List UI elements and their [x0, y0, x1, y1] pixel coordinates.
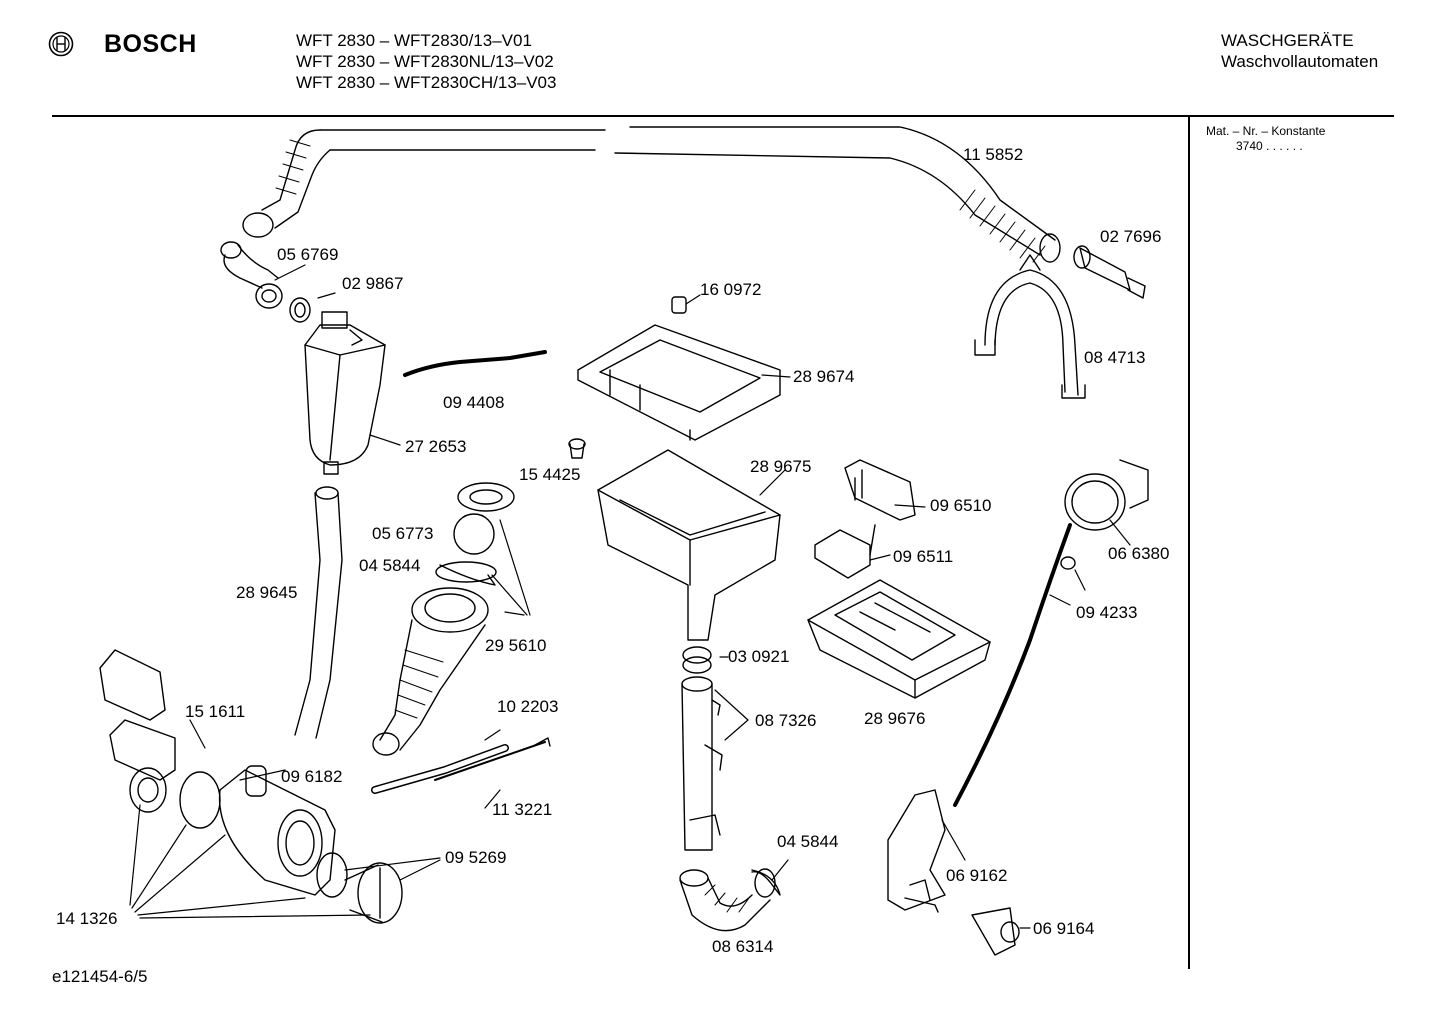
hose-clamp-part: [751, 869, 781, 896]
sidebar-divider: [1188, 117, 1190, 969]
part-label: 06 9162: [946, 866, 1008, 885]
part-label: 03 0921: [728, 647, 790, 666]
drawing-id: e121454-6/5: [52, 967, 148, 986]
filter-part: [344, 862, 403, 924]
sidebar-heading: Mat. – Nr. – Konstante: [1206, 124, 1326, 138]
part-label: 28 9645: [236, 583, 298, 602]
leader-lines: [189, 264, 1131, 929]
drain-elbow-part: [679, 868, 776, 932]
long-hose-part: [294, 486, 343, 739]
cap-part: [671, 296, 687, 314]
part-label: 09 6511: [893, 547, 954, 566]
category-subtitle: Waschvollautomaten: [1221, 52, 1379, 71]
seal-ring-inner: [294, 302, 306, 318]
leader-lines: [714, 656, 749, 741]
part-label: 15 4425: [519, 465, 581, 484]
plug-part: [568, 438, 586, 459]
part-label: 06 9164: [1033, 919, 1095, 938]
hose-end-part: [1073, 245, 1146, 299]
model-list: WFT 2830 – WFT2830/13–V01 WFT 2830 – WFT…: [296, 30, 556, 93]
part-label: 10 2203: [497, 697, 559, 716]
drain-hose-part: [242, 126, 1061, 263]
connector-part: [682, 646, 712, 674]
part-label: 06 6380: [1108, 544, 1170, 563]
part-label: 28 9675: [750, 457, 812, 476]
air-trap-chamber-part: [304, 311, 386, 475]
siphon-part: [844, 459, 916, 521]
part-label: 08 6314: [712, 937, 774, 956]
part-label: 09 4233: [1076, 603, 1138, 622]
detergent-drawer-part: [807, 579, 991, 699]
part-label: 27 2653: [405, 437, 467, 456]
part-label: 28 9674: [793, 367, 855, 386]
part-label: 09 6510: [930, 496, 992, 515]
part-label: 02 9867: [342, 274, 404, 293]
seal-ring-part: [289, 297, 311, 323]
detergent-drawer-housing-part: [597, 449, 781, 641]
brand-name: BOSCH: [104, 30, 197, 58]
bosch-logo-icon: [48, 31, 74, 57]
part-label: 08 4713: [1084, 348, 1146, 367]
part-label: 04 5844: [359, 556, 421, 575]
pump-housing-part: [218, 765, 336, 896]
drain-pipe-part: [681, 676, 723, 851]
level-switch-bracket-part: [887, 789, 946, 913]
level-sensor-part: [971, 907, 1020, 956]
pump-seal-part: [179, 771, 221, 829]
filter-ring-part: [316, 852, 348, 898]
part-label: 15 1611: [185, 702, 246, 721]
part-label: 09 4408: [443, 393, 505, 412]
model-line: WFT 2830 – WFT2830NL/13–V02: [296, 52, 554, 71]
clamp-part: [439, 564, 496, 586]
part-label: 05 6773: [372, 524, 434, 543]
part-label: 09 6182: [281, 767, 343, 786]
model-line: WFT 2830 – WFT2830/13–V01: [296, 31, 532, 50]
part-label: 16 0972: [700, 280, 762, 299]
part-label: 04 5844: [777, 832, 839, 851]
part-label: 28 9676: [864, 709, 926, 728]
sidebar-constant: Mat. – Nr. – Konstante 3740 . . . . . .: [1206, 124, 1325, 154]
drain-pump-part: [109, 719, 176, 813]
pump-cover-part: [99, 649, 166, 721]
pressure-tube-part: [953, 523, 1076, 807]
model-line: WFT 2830 – WFT2830CH/13–V03: [296, 73, 557, 92]
hose-inner: [372, 745, 508, 793]
flap-part: [814, 524, 876, 579]
part-label: 08 7326: [755, 711, 817, 730]
part-label: 05 6769: [277, 245, 339, 264]
cable-part: [434, 737, 551, 781]
part-label: 11 3221: [492, 800, 553, 819]
leader-lines: [491, 519, 531, 616]
exploded-parts-drawing: [99, 126, 1149, 956]
pressure-switch-part: [1064, 459, 1149, 531]
part-label: 29 5610: [485, 636, 547, 655]
leader-lines: [129, 804, 441, 919]
category: WASCHGERÄTE Waschvollautomaten: [1221, 30, 1378, 72]
category-title: WASCHGERÄTE: [1221, 31, 1354, 50]
small-tube-part: [403, 350, 547, 377]
part-label: 14 1326: [56, 909, 118, 928]
sidebar-value: 3740 . . . . . .: [1236, 139, 1303, 153]
part-label: 11 5852: [963, 145, 1024, 164]
part-label: 02 7696: [1100, 227, 1162, 246]
elbow-part: [220, 241, 283, 309]
bellows-part: [372, 482, 515, 756]
dispenser-cover-part: [577, 324, 781, 441]
header-divider: [52, 115, 1394, 117]
hose-bracket-part: [974, 254, 1086, 399]
part-label: 09 5269: [445, 848, 507, 867]
